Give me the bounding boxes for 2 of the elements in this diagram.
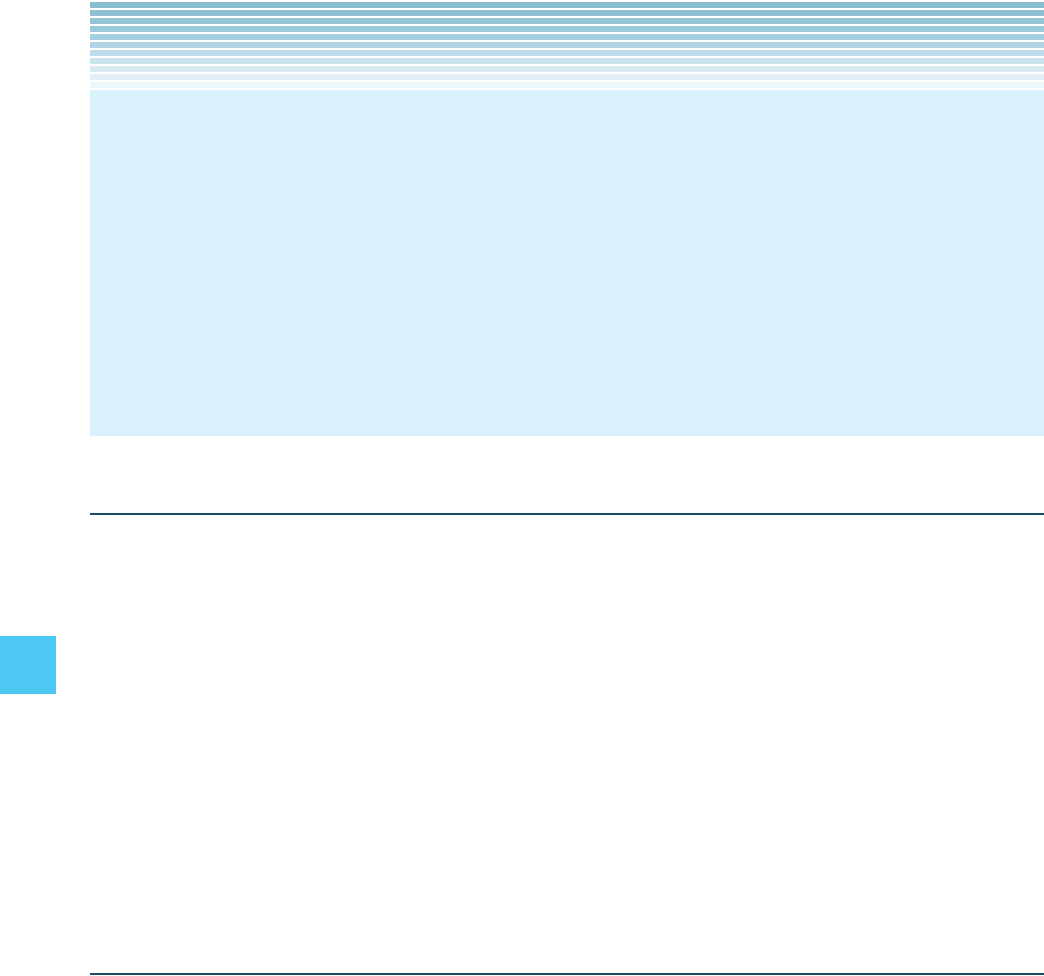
side-tab <box>0 636 56 694</box>
panel-background <box>90 90 1044 436</box>
